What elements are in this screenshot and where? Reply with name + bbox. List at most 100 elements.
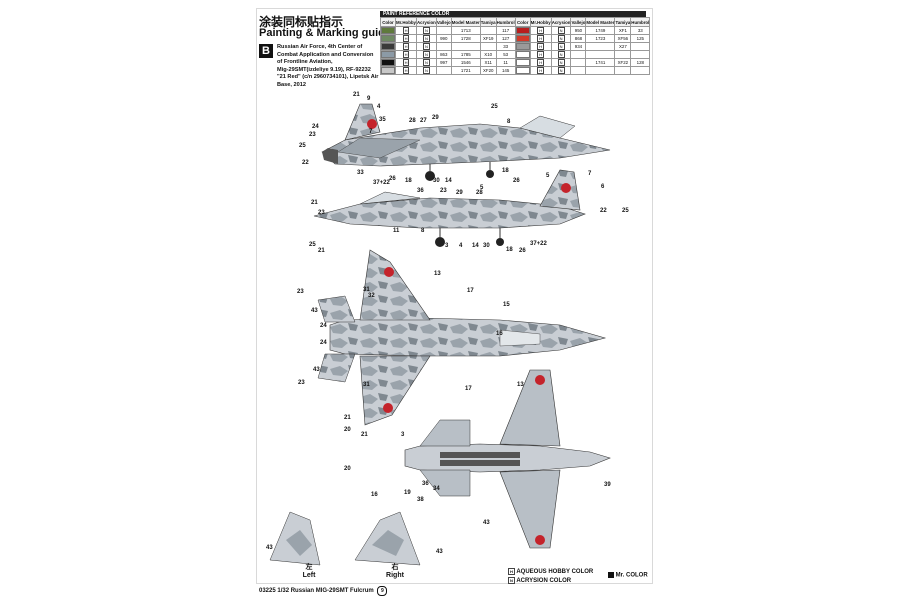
- acrysion-code: N: [422, 59, 430, 66]
- table-cell: 145: [495, 66, 516, 75]
- right-fin-view: [354, 511, 421, 566]
- legend-acrysion-label: ACRYSION COLOR: [516, 578, 572, 584]
- callout-number: 23: [298, 380, 305, 386]
- color-swatch: [381, 35, 395, 42]
- left-cn: 左: [305, 564, 313, 571]
- callout-number: 23: [318, 210, 325, 216]
- table-cell: H: [394, 66, 418, 75]
- callout-number: 8: [507, 119, 511, 125]
- scheme-line: Mig-29SMT(izdeliye 9.19), RF-92232: [277, 66, 371, 73]
- callout-number: 36: [422, 481, 429, 487]
- scheme-description: Russian Air Force, 4th Center of Combat …: [277, 44, 382, 90]
- footer: 03225 1/32 Russian MIG-29SMT Fulcrum 9: [259, 586, 388, 596]
- acrysion-code: N: [422, 27, 430, 34]
- hobby-code: H: [402, 43, 410, 50]
- callout-number: 24: [320, 323, 327, 329]
- callout-number: 9: [367, 96, 371, 102]
- callout-number: 5: [546, 173, 550, 179]
- callout-number: 24: [312, 124, 319, 130]
- acrysion-code: N: [422, 35, 430, 42]
- hobby-code: H: [537, 59, 545, 66]
- callout-number: 23: [297, 289, 304, 295]
- table-cell: 1721: [450, 66, 481, 75]
- callout-number: 20: [344, 427, 351, 433]
- legend-square-icon: [608, 572, 614, 578]
- color-swatch: [515, 59, 530, 66]
- callout-number: 34: [433, 486, 440, 492]
- scheme-line: Base, 2012: [277, 81, 306, 88]
- callout-number: 4: [377, 104, 381, 110]
- callout-number: 18: [506, 247, 513, 253]
- hobby-code: H: [537, 43, 545, 50]
- callout-number: 5: [480, 185, 484, 191]
- callout-number: 17: [467, 288, 474, 294]
- callout-number: 30: [483, 243, 490, 249]
- callout-number: 17: [465, 386, 472, 392]
- callout-number: 36: [417, 188, 424, 194]
- callout-number: 29: [432, 115, 439, 121]
- color-swatch: [515, 43, 530, 50]
- legend-aqueous: H AQUEOUS HOBBY COLOR: [508, 568, 593, 575]
- hobby-code: H: [537, 27, 545, 34]
- callout-number: 43: [266, 545, 273, 551]
- color-swatch: [381, 51, 395, 58]
- callout-number: 18: [405, 178, 412, 184]
- callout-number: 8: [421, 228, 425, 234]
- table-cell: [585, 66, 616, 75]
- callout-number: 35: [379, 117, 386, 123]
- callout-number: 3: [445, 243, 449, 249]
- callout-number: 6: [601, 184, 605, 190]
- callout-number: 11: [393, 228, 400, 234]
- scheme-letter-badge: B: [259, 44, 273, 58]
- callout-number: 21: [361, 432, 368, 438]
- acrysion-code: N: [557, 67, 565, 74]
- hobby-code: H: [402, 35, 410, 42]
- color-swatch: [515, 35, 530, 42]
- color-swatch: [515, 67, 530, 74]
- left-en: Left: [302, 572, 316, 579]
- acrysion-code: N: [557, 59, 565, 66]
- callout-number: 21: [311, 200, 318, 206]
- callout-number: 22: [600, 208, 607, 214]
- scheme-line: "21 Red" (c/n 2960734101), Lipetsk Air: [277, 74, 379, 81]
- callout-number: 29: [456, 190, 463, 196]
- callout-number: 43: [311, 308, 318, 314]
- callout-number: 23: [440, 188, 447, 194]
- side-view-top: [321, 103, 611, 181]
- callout-number: 26: [519, 248, 526, 254]
- legend-aqueous-label: AQUEOUS HOBBY COLOR: [516, 569, 594, 575]
- callout-number: 4: [459, 243, 463, 249]
- legend-n-code: N: [508, 577, 515, 584]
- table-cell: H: [529, 66, 552, 75]
- hobby-code: H: [537, 51, 545, 58]
- callout-number: 18: [502, 168, 509, 174]
- callout-number: 16: [371, 492, 378, 498]
- callout-number: 23: [309, 132, 316, 138]
- callout-number: 13: [517, 382, 524, 388]
- callout-number: 15: [503, 302, 510, 308]
- acrysion-code: N: [422, 43, 430, 50]
- top-view: [317, 249, 607, 426]
- acrysion-code: N: [557, 27, 565, 34]
- color-swatch: [381, 67, 395, 74]
- color-swatch: [381, 27, 395, 34]
- callout-number: 26: [389, 176, 396, 182]
- scheme-line: Combat Application and Conversion: [277, 51, 374, 58]
- callout-number: 21: [353, 92, 360, 98]
- callout-number: 43: [483, 520, 490, 526]
- paint-reference-header: PAINT REFERENCE COLOR: [380, 11, 646, 17]
- callout-number: 25: [491, 104, 498, 110]
- hobby-code: H: [402, 51, 410, 58]
- callout-number: 37+22: [530, 241, 547, 247]
- side-view-second: [313, 169, 586, 247]
- callout-number: 33: [357, 170, 364, 176]
- callout-number: 25: [309, 242, 316, 248]
- left-fin-view: [269, 511, 321, 566]
- acrysion-code: N: [557, 51, 565, 58]
- right-cn: 右: [391, 564, 399, 571]
- callout-number: 30: [433, 178, 440, 184]
- callout-number: 24: [320, 340, 327, 346]
